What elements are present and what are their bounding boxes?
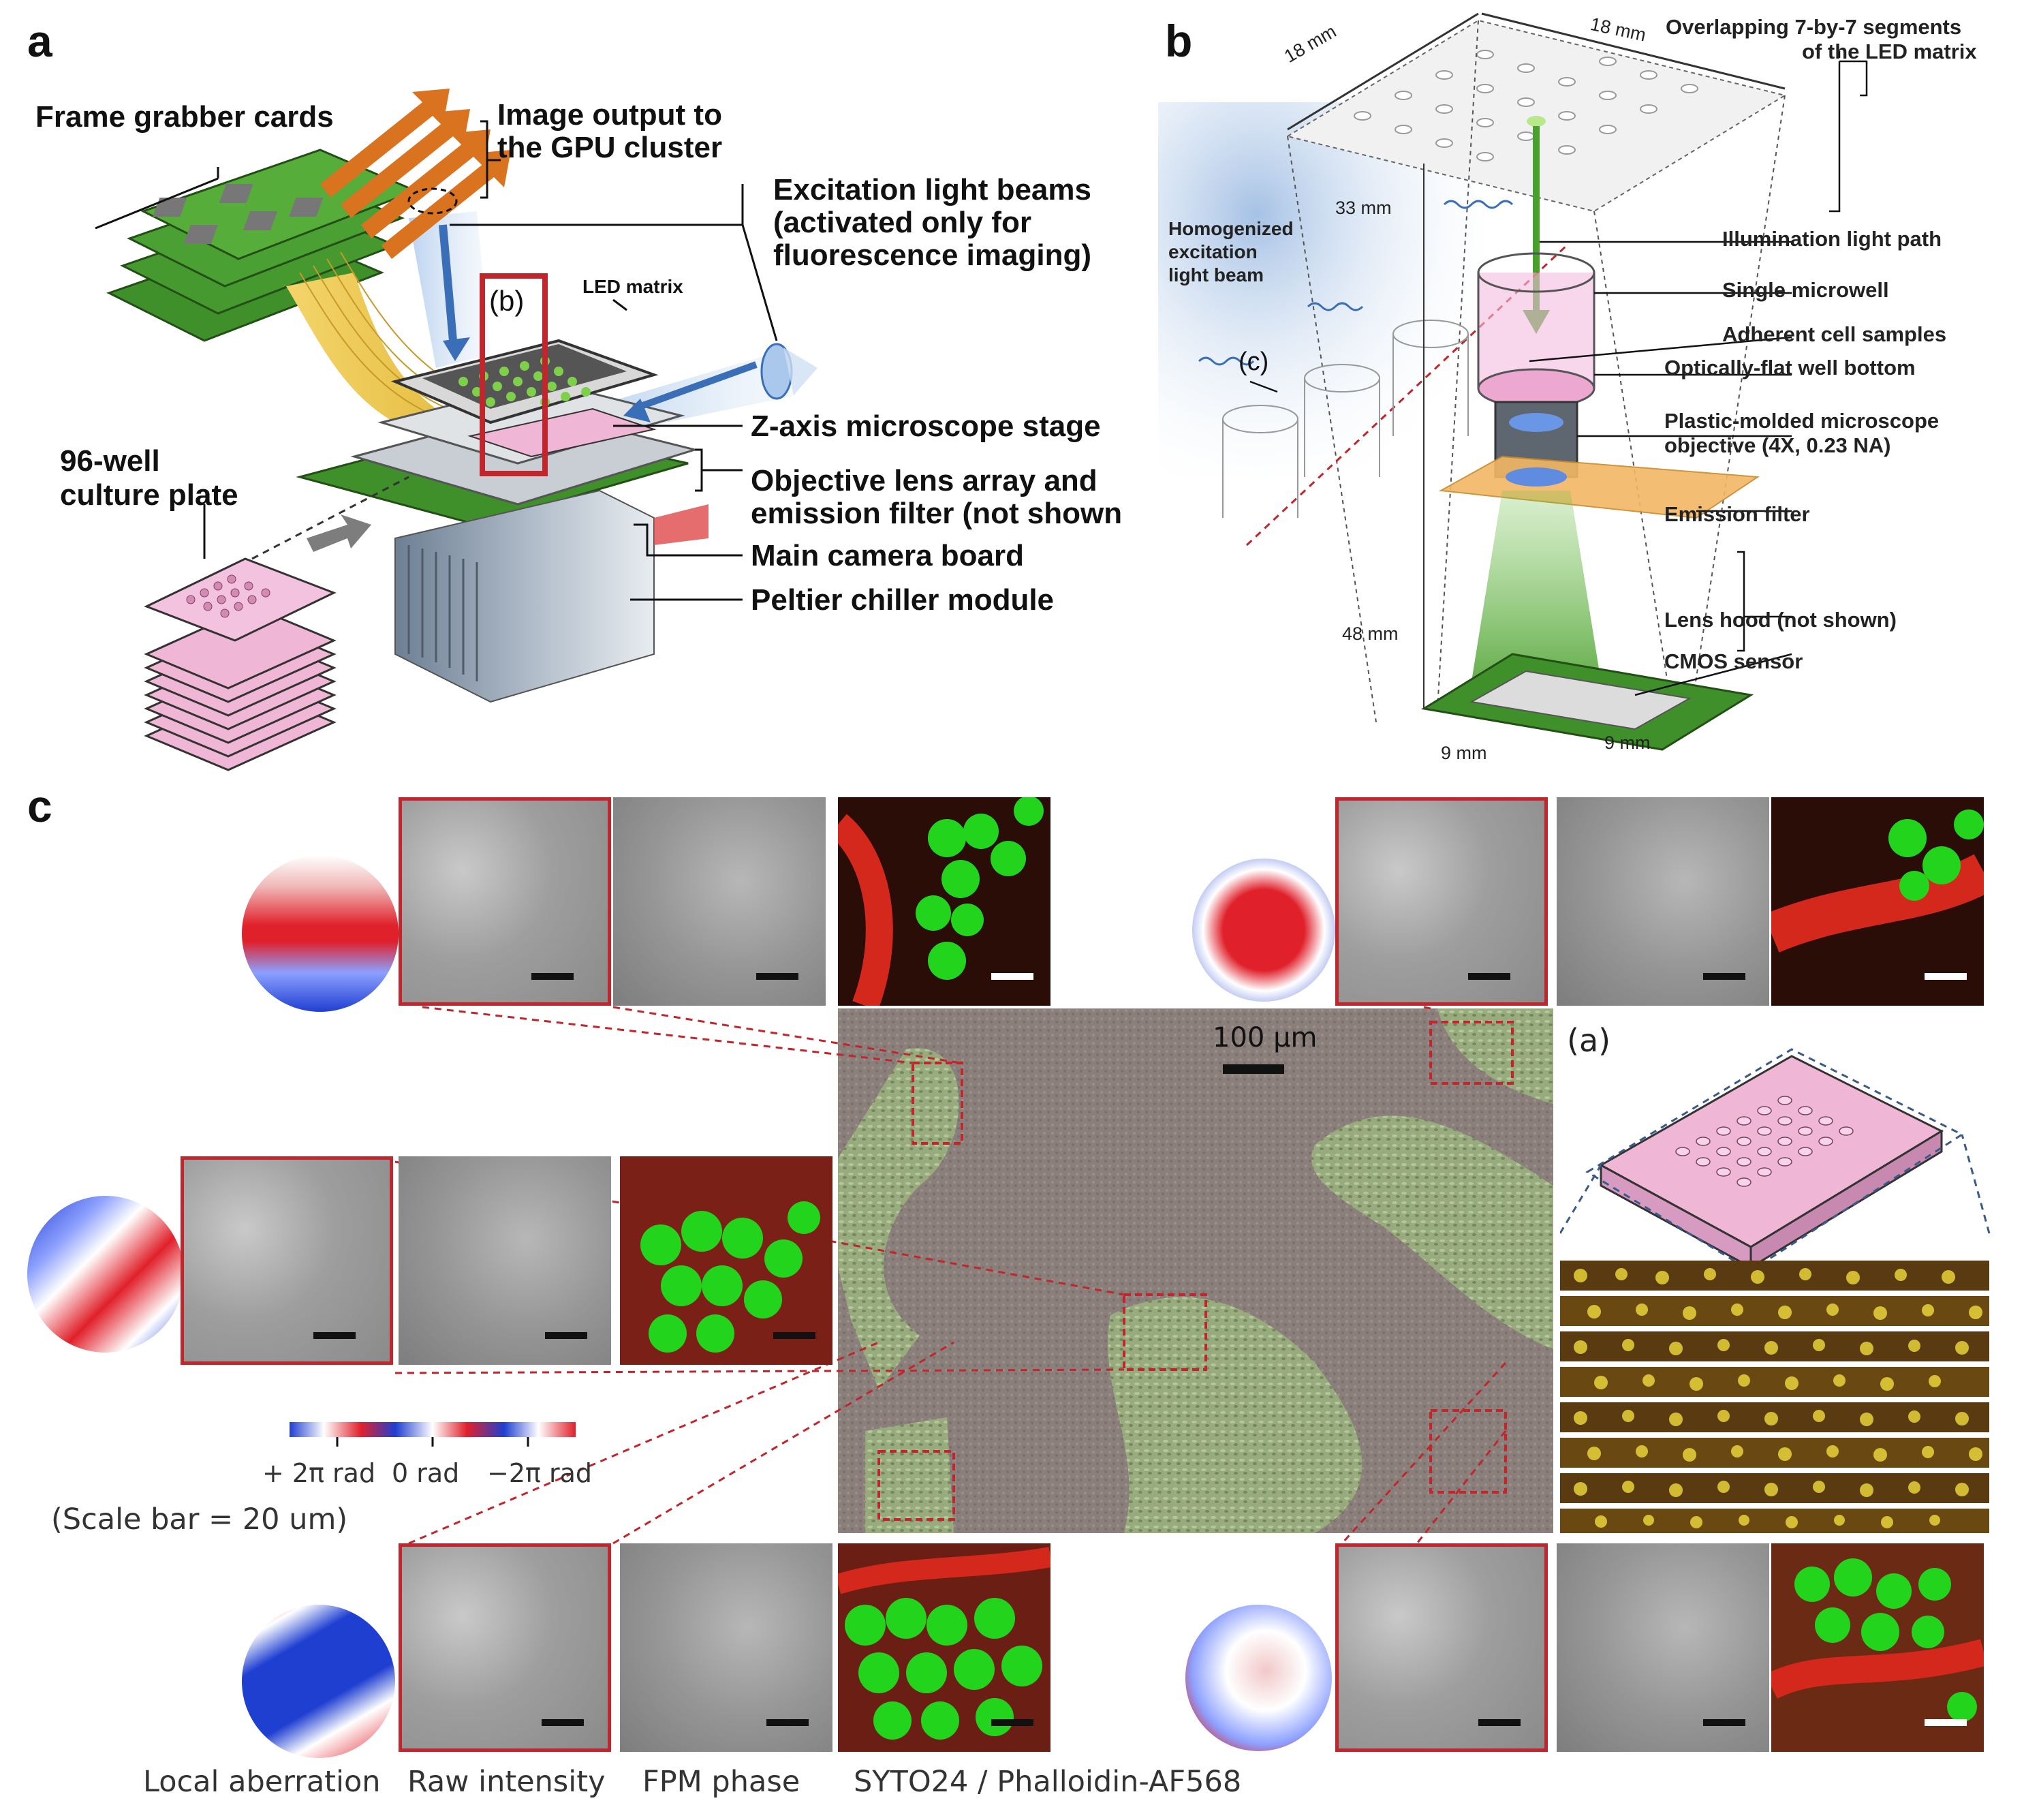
overview-image <box>838 1008 1553 1533</box>
label-overlap-1: Overlapping 7-by-7 segments <box>1666 15 1962 39</box>
label-homog-3: light beam <box>1168 264 1264 286</box>
label-excitation-3: fluorescence imaging) <box>773 238 1092 272</box>
tile-raw-botright <box>1335 1543 1548 1752</box>
label-z-stage: Z-axis microscope stage <box>751 410 1101 443</box>
label-objective-b-2: objective (4X, 0.23 NA) <box>1664 433 1891 457</box>
image-output-arrows <box>320 89 511 259</box>
phase-map-disk-icon-3 <box>27 1196 184 1353</box>
cmos-sensor-icon <box>1420 653 1754 751</box>
phase-map-disk-icon-2 <box>1192 859 1335 1002</box>
tile-raw-mid <box>181 1156 393 1365</box>
plate-and-strips <box>1560 1048 1991 1533</box>
label-scale-note: (Scale bar = 20 um) <box>51 1502 348 1537</box>
label-homog-1: Homogenized <box>1168 218 1294 239</box>
dim-9mm-left: 9 mm <box>1441 743 1487 763</box>
label-scale-100: 100 μm <box>1213 1022 1318 1053</box>
label-excitation-1: Excitation light beams <box>773 173 1091 206</box>
label-col-aberration: Local aberration <box>143 1765 381 1799</box>
label-plate-1: 96-well <box>60 444 160 478</box>
panel-b-letter: b <box>1165 16 1193 66</box>
tile-fpm-topright <box>1557 797 1769 1006</box>
phase-map-disk-icon-5 <box>1185 1605 1332 1751</box>
tile-fluor-botright <box>1771 1543 1984 1752</box>
tile-raw-topleft <box>399 797 611 1006</box>
label-emission-filter: Emission filter <box>1664 502 1810 526</box>
label-col-raw: Raw intensity <box>407 1765 606 1799</box>
tile-fluor-botleft <box>838 1543 1050 1752</box>
label-led-matrix: LED matrix <box>582 276 683 297</box>
label-illumination-path: Illumination light path <box>1722 227 1942 251</box>
tile-fpm-mid <box>399 1156 611 1365</box>
led-matrix-icon <box>390 339 659 425</box>
label-cmos: CMOS sensor <box>1664 649 1803 673</box>
label-camera-board: Main camera board <box>751 539 1025 572</box>
dim-48mm: 48 mm <box>1342 623 1399 644</box>
label-b-marker: (b) <box>489 285 525 317</box>
label-cb-neg: −2π rad <box>487 1458 593 1488</box>
phase-map-disk-icon <box>242 855 399 1012</box>
tile-raw-botleft <box>399 1543 611 1752</box>
phase-colorbar <box>290 1422 576 1447</box>
tile-fluor-topright <box>1771 797 1984 1006</box>
peltier-chiller <box>394 489 655 703</box>
tile-fpm-botleft <box>620 1543 832 1752</box>
label-single-microwell: Single microwell <box>1722 278 1889 302</box>
label-a-marker: (a) <box>1567 1022 1611 1059</box>
panel-b-illustration <box>1158 12 1868 751</box>
tile-fluor-mid <box>620 1156 832 1365</box>
panel-c-letter: c <box>27 781 52 831</box>
tile-fpm-botright <box>1557 1543 1769 1752</box>
label-peltier: Peltier chiller module <box>751 583 1055 617</box>
tile-fluor-topleft <box>838 797 1050 1006</box>
label-objective-b-1: Plastic-molded microscope <box>1664 409 1940 433</box>
phase-map-disk-icon-4 <box>242 1605 395 1758</box>
tile-fpm-topleft <box>613 797 826 1006</box>
label-overlap-2: of the LED matrix <box>1802 40 1977 63</box>
label-excitation-2: (activated only for <box>773 206 1031 239</box>
label-adherent-cells: Adherent cell samples <box>1722 322 1947 346</box>
tile-raw-topright <box>1335 797 1548 1006</box>
culture-plate-icon <box>144 557 337 771</box>
label-col-fluor: SYTO24 / Phalloidin-AF568 <box>854 1765 1242 1799</box>
label-image-output-2: the GPU cluster <box>497 131 723 164</box>
label-col-fpm: FPM phase <box>642 1765 800 1799</box>
scale-bar-100 <box>1223 1064 1284 1074</box>
label-homog-2: excitation <box>1168 241 1258 262</box>
dim-33mm: 33 mm <box>1335 198 1392 218</box>
panel-b-highlight <box>480 273 548 476</box>
label-image-output-1: Image output to <box>497 98 722 132</box>
label-plate-2: culture plate <box>60 478 238 512</box>
label-objective-1: Objective lens array and <box>751 464 1097 497</box>
label-objective-2: emission filter (not shown <box>751 497 1123 530</box>
frame-grabber-card-icon <box>106 149 418 342</box>
label-cb-pos: + 2π rad <box>262 1458 376 1488</box>
label-c-marker: (c) <box>1239 348 1269 376</box>
label-cb-zero: 0 rad <box>392 1458 460 1488</box>
label-frame-grabber: Frame grabber cards <box>35 100 334 134</box>
panel-a-illustration <box>95 89 818 771</box>
single-microwell-icon <box>1477 252 1595 409</box>
label-lens-hood: Lens hood (not shown) <box>1664 608 1897 632</box>
label-optically-flat: Optically-flat well bottom <box>1664 356 1916 380</box>
dim-9mm-right: 9 mm <box>1604 732 1651 753</box>
panel-a-letter: a <box>27 16 52 66</box>
